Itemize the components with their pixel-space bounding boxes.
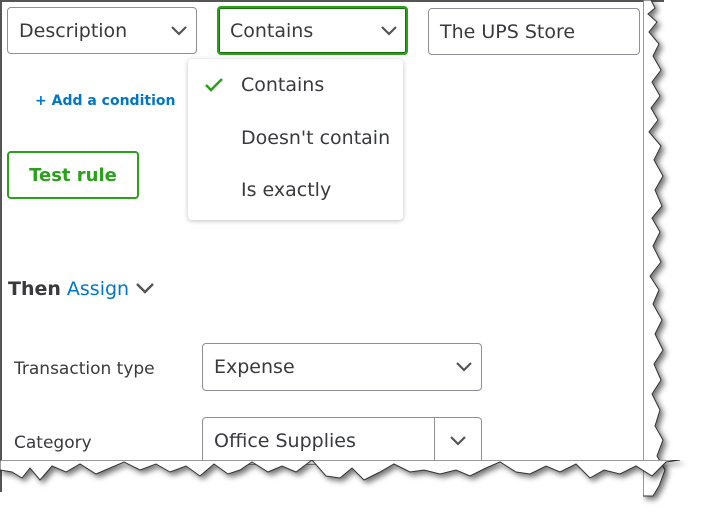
option-label: Is exactly: [241, 179, 332, 201]
condition-value-text: The UPS Store: [440, 20, 576, 43]
torn-edge-bottom: [0, 460, 681, 481]
dropdown-option-contains[interactable]: Contains: [188, 74, 403, 104]
option-label: Doesn't contain: [241, 127, 391, 149]
condition-value-input[interactable]: The UPS Store: [428, 8, 640, 55]
dropdown-option-is-exactly[interactable]: Is exactly: [188, 179, 403, 209]
transaction-type-label: Transaction type: [14, 359, 155, 379]
dropdown-option-doesnt-contain[interactable]: Doesn't contain: [188, 127, 403, 157]
chevron-down-icon: [372, 8, 406, 53]
torn-edge-right: [643, 0, 666, 497]
operator-dropdown-menu: Contains Doesn't contain Is exactly: [188, 59, 403, 220]
then-label: Then: [8, 278, 61, 300]
condition-operator-select[interactable]: Contains: [217, 6, 408, 55]
category-label: Category: [14, 433, 92, 453]
transaction-type-select[interactable]: Expense: [202, 343, 482, 391]
condition-field-value: Description: [19, 19, 128, 42]
condition-field-select[interactable]: Description: [7, 7, 197, 54]
option-label: Contains: [241, 74, 325, 96]
chevron-down-icon: [447, 344, 481, 390]
chevron-down-icon: [162, 8, 196, 53]
assign-action-toggle[interactable]: Assign: [66, 278, 130, 300]
checkmark-icon: [204, 76, 224, 98]
divider: [434, 418, 435, 464]
category-value: Office Supplies: [214, 430, 356, 452]
chevron-down-icon[interactable]: [435, 418, 481, 464]
category-select[interactable]: Office Supplies: [202, 417, 482, 465]
transaction-type-value: Expense: [214, 356, 295, 378]
test-rule-button[interactable]: Test rule: [7, 151, 139, 199]
condition-operator-value: Contains: [230, 19, 314, 42]
add-condition-link[interactable]: + Add a condition: [35, 93, 176, 109]
then-assign-header: Then Assign: [8, 278, 155, 300]
chevron-down-icon[interactable]: [135, 278, 155, 300]
rule-editor-panel: Description Contains The UPS Store + Add…: [0, 0, 664, 492]
